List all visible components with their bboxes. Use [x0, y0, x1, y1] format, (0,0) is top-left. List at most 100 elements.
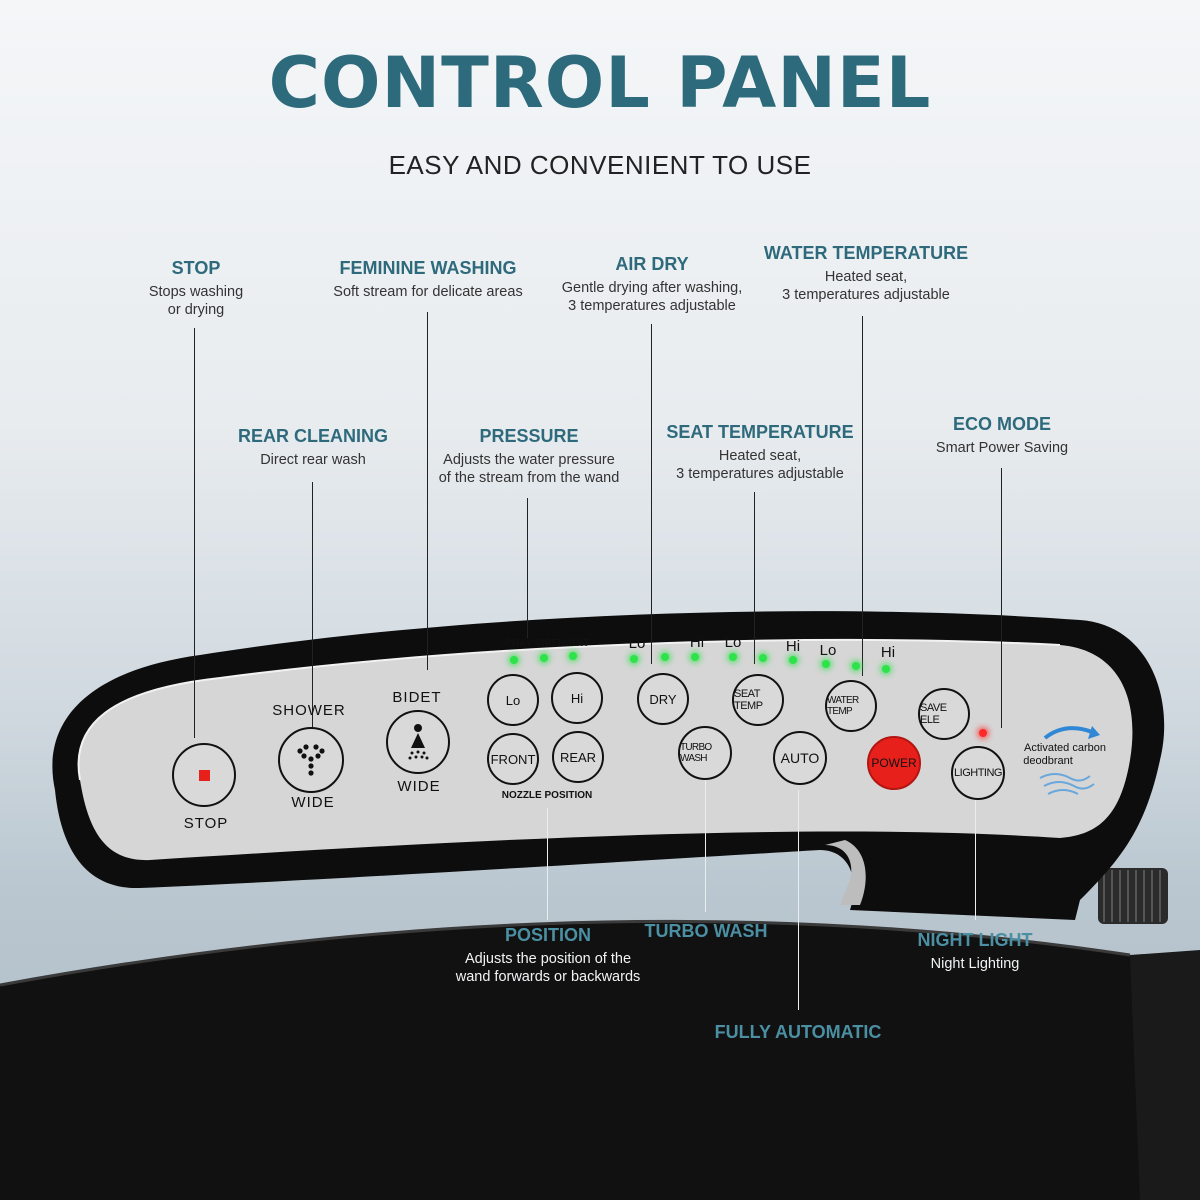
dry-lo-label: Lo [628, 635, 646, 652]
seat-led-1 [729, 653, 737, 661]
position-desc-1: Adjusts the position of the [464, 951, 632, 967]
turbo-heading: TURBO WASH [644, 921, 768, 941]
power-label: POWER [871, 756, 917, 770]
eco-heading: ECO MODE [952, 414, 1052, 434]
pressure-desc-2: of the stream from the wand [438, 470, 620, 486]
dry-led-2 [661, 653, 669, 661]
airdry-desc-1: Gentle drying after washing, [561, 280, 743, 296]
seat-led-2 [759, 654, 767, 662]
pressure-heading: PRESSURE [479, 426, 579, 446]
page-title: CONTROL PANEL [268, 42, 932, 124]
carbon-label-2: deodbrant [1023, 755, 1073, 767]
stop-heading: STOP [171, 258, 221, 278]
pressure-hi-label: Hi [570, 690, 584, 706]
siren-led [540, 654, 548, 662]
dry-led-3 [691, 653, 699, 661]
save-ele-label: SAVE ELE [920, 702, 947, 726]
front-button[interactable]: FRONT [487, 733, 539, 785]
stop-button[interactable] [172, 743, 236, 807]
water-temp-button[interactable]: WATER TEMP [825, 680, 877, 732]
seat-led-3 [789, 656, 797, 664]
water-lo-label: Lo [819, 642, 837, 659]
seat-temp-label: SEAT TEMP [734, 688, 763, 712]
pressure-leader-line [527, 498, 528, 638]
position-callout: POSITION Adjusts the position of the wan… [456, 925, 641, 986]
night-heading: NIGHT LIGHT [917, 930, 1033, 950]
night-led [569, 652, 577, 660]
rear-heading: REAR CLEANING [237, 426, 389, 446]
rear-button[interactable]: REAR [552, 731, 604, 783]
nozzle-position-label: NOZZLE POSITION [501, 790, 593, 801]
auto-heading: FULLY AUTOMATIC [714, 1022, 882, 1042]
feminine-leader-line [427, 312, 428, 670]
rear-desc: Direct rear wash [260, 452, 366, 468]
spray-siren-night-label: SPRAY SIRENIGHT [498, 638, 590, 649]
front-label: FRONT [490, 751, 536, 767]
bidet-button[interactable] [386, 710, 450, 774]
eco-callout: ECO MODE Smart Power Saving [936, 414, 1068, 457]
seattemp-callout: SEAT TEMPERATURE Heated seat, 3 temperat… [666, 422, 853, 483]
feminine-callout: FEMININE WASHING Soft stream for delicat… [333, 258, 522, 301]
pressure-lo-button[interactable]: Lo [487, 674, 539, 726]
watertemp-leader-line [862, 316, 863, 676]
seattemp-heading: SEAT TEMPERATURE [666, 422, 854, 442]
seattemp-desc-2: 3 temperatures adjustable [676, 466, 844, 482]
bidet-caption: BIDET [392, 689, 442, 706]
power-button[interactable]: POWER [867, 736, 921, 790]
night-leader-line [975, 798, 976, 920]
stop-desc-2: or drying [167, 302, 225, 318]
carbon-label-1: Activated carbon [1024, 742, 1106, 754]
watertemp-heading: WATER TEMPERATURE [763, 243, 969, 263]
seattemp-leader-line [754, 492, 755, 664]
dry-label: DRY [649, 691, 677, 707]
bidet-person-icon [408, 724, 429, 760]
auto-button[interactable]: AUTO [773, 731, 827, 785]
page-subtitle: EASY AND CONVENIENT TO USE [388, 150, 812, 180]
lighting-label: LIGHTING [954, 767, 1002, 779]
seat-temp-button[interactable]: SEAT TEMP [732, 674, 784, 726]
stop-caption: STOP [183, 815, 229, 832]
airdry-desc-2: 3 temperatures adjustable [568, 298, 736, 314]
airdry-callout: AIR DRY Gentle drying after washing, 3 t… [562, 254, 743, 315]
stop-square-icon [198, 769, 210, 781]
auto-leader-line [798, 790, 799, 1010]
pressure-lo-label: Lo [505, 692, 521, 708]
shower-button[interactable] [278, 727, 344, 793]
position-desc-2: wand forwards or backwards [455, 969, 641, 985]
seat-hi-label: Hi [785, 638, 801, 655]
auto-callout: FULLY AUTOMATIC [715, 1022, 882, 1043]
eco-desc: Smart Power Saving [935, 440, 1069, 456]
watertemp-desc-2: 3 temperatures adjustable [782, 287, 950, 303]
position-heading: POSITION [504, 925, 591, 945]
eco-red-led [979, 729, 987, 737]
night-desc: Night Lighting [930, 956, 1020, 972]
night-callout: NIGHT LIGHT Night Lighting [918, 930, 1033, 973]
rear-leader-line [312, 482, 313, 728]
water-led-1 [822, 660, 830, 668]
watertemp-desc-1: Heated seat, [824, 269, 908, 285]
bidet-wide-caption: WIDE [397, 778, 441, 795]
turbo-callout: TURBO WASH [645, 921, 768, 942]
lighting-button[interactable]: LIGHTING [951, 746, 1005, 800]
dry-button[interactable]: DRY [637, 673, 689, 725]
shower-caption: SHOWER [272, 702, 346, 719]
turbo-leader-line [705, 780, 706, 912]
turbo-wash-label: TURBO WASH [680, 742, 712, 764]
water-temp-label: WATER TEMP [827, 695, 859, 717]
auto-label: AUTO [780, 750, 820, 766]
seat-lo-label: Lo [724, 634, 742, 651]
shower-wide-caption: WIDE [291, 794, 335, 811]
water-hi-label: Hi [880, 644, 896, 661]
pressure-callout: PRESSURE Adjusts the water pressure of t… [439, 426, 620, 487]
rear-callout: REAR CLEANING Direct rear wash [238, 426, 388, 469]
water-led-2 [852, 662, 860, 670]
pressure-hi-button[interactable]: Hi [551, 672, 603, 724]
spray-led [510, 656, 518, 664]
rear-label: REAR [559, 749, 597, 765]
feminine-heading: FEMININE WASHING [339, 258, 517, 278]
position-leader-line [547, 808, 548, 920]
save-ele-button[interactable]: SAVE ELE [918, 688, 970, 740]
eco-leader-line [1001, 468, 1002, 728]
water-led-3 [882, 665, 890, 673]
turbo-wash-button[interactable]: TURBO WASH [678, 726, 732, 780]
